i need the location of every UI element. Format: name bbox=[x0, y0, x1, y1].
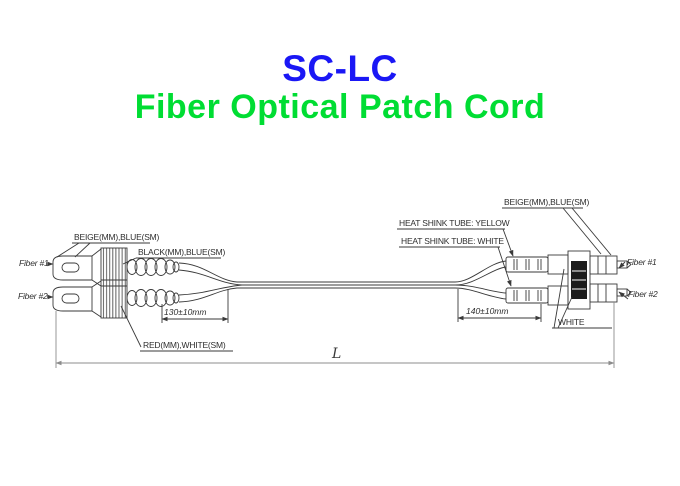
dimension-130 bbox=[161, 289, 229, 323]
sc-boot-2 bbox=[126, 289, 180, 307]
label-fiber2-left: Fiber #2 bbox=[18, 291, 48, 301]
label-left-boot2-color: RED(MM),WHITE(SM) bbox=[143, 340, 226, 350]
label-right-body-color: WHITE bbox=[558, 317, 585, 327]
page-subtitle: Fiber Optical Patch Cord bbox=[134, 88, 546, 126]
lc-connector bbox=[505, 250, 632, 310]
label-fiber1-right: Fiber #1 bbox=[627, 257, 657, 267]
dimension-overall-label: L bbox=[331, 346, 341, 362]
dimension-overall-length bbox=[55, 302, 615, 368]
label-left-boot1-color: BLACK(MM),BLUE(SM) bbox=[138, 247, 225, 257]
leader-lines bbox=[47, 207, 629, 352]
lc-plug-2 bbox=[589, 283, 632, 303]
lc-plug-1 bbox=[589, 255, 632, 275]
label-heat-shrink-white: HEAT SHINK TUBE: WHITE bbox=[401, 236, 504, 246]
dimension-lc-breakout: 140±10mm bbox=[466, 306, 508, 316]
dimension-sc-breakout: 130±10mm bbox=[164, 307, 206, 317]
lc-boot-2 bbox=[505, 287, 549, 304]
page-title: SC-LC bbox=[282, 48, 398, 89]
sc-connector bbox=[52, 247, 180, 319]
label-right-connector-color: BEIGE(MM),BLUE(SM) bbox=[504, 197, 590, 207]
lc-boot-1 bbox=[505, 256, 549, 273]
label-fiber2-right: Fiber #2 bbox=[628, 289, 658, 299]
label-heat-shrink-yellow: HEAT SHINK TUBE: YELLOW bbox=[399, 218, 510, 228]
label-left-connector-color: BEIGE(MM),BLUE(SM) bbox=[74, 232, 160, 242]
label-fiber1-left: Fiber #1 bbox=[19, 258, 49, 268]
duplex-cable bbox=[178, 260, 507, 303]
dimension-140 bbox=[457, 289, 542, 322]
sc-boot-1 bbox=[126, 258, 180, 276]
